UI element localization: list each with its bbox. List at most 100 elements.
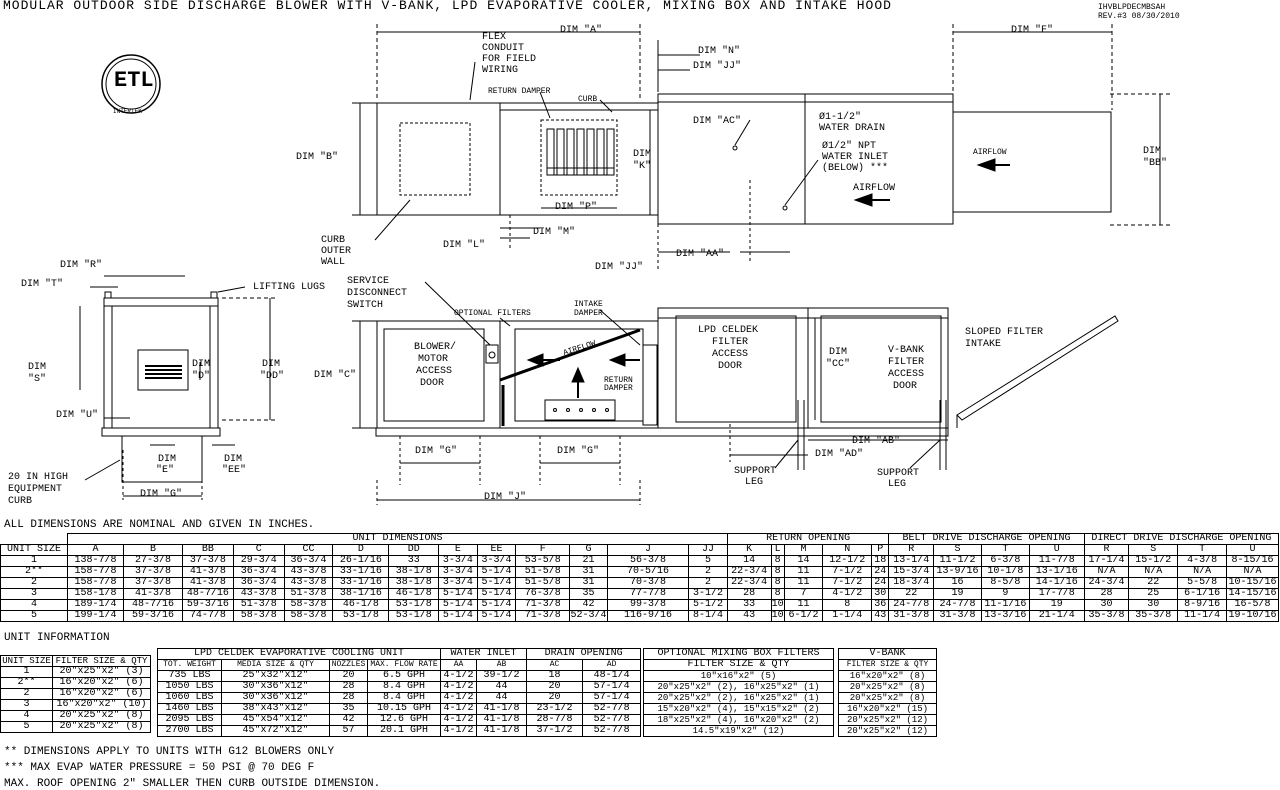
table-cell: 4-1/2 xyxy=(440,703,478,715)
table-cell: 38-1/16 xyxy=(332,588,390,600)
table-cell: 21 xyxy=(569,555,608,567)
table-cell: 20"x25"x2" (8) xyxy=(52,710,151,722)
top-view xyxy=(352,24,1170,270)
table-cell: 3-3/4 xyxy=(438,566,478,578)
table-cell: 41-3/8 xyxy=(181,577,234,589)
table-cell: 22-3/4 xyxy=(726,577,772,589)
note-3: MAX. ROOF OPENING 2" SMALLER THEN CURB O… xyxy=(4,778,381,790)
table-cell: 5-1/4 xyxy=(476,610,517,622)
table-cell: 77-7/8 xyxy=(606,588,690,600)
blower-label-1: BLOWER/ xyxy=(414,342,457,353)
dim-dd-label-2: "DD" xyxy=(260,371,285,382)
vbank-label-2: FILTER xyxy=(888,357,925,368)
table-cell: 5-5/8 xyxy=(1177,577,1227,589)
table-cell: 13-1/4 xyxy=(888,555,935,567)
table-cell: 12.6 GPH xyxy=(366,714,442,726)
table-cell: 53-1/8 xyxy=(388,610,440,622)
table-cell: 5-1/4 xyxy=(476,577,517,589)
table-cell: 2 xyxy=(0,688,53,700)
table-cell: 24-7/8 xyxy=(888,599,935,611)
table-cell: 13-9/16 xyxy=(933,566,982,578)
curb-outer-label-1: CURB xyxy=(321,235,346,246)
table-cell: 1-1/4 xyxy=(822,610,873,622)
lifting-lugs-label: LIFTING LUGS xyxy=(253,282,326,293)
table-cell: 8-5/8 xyxy=(980,577,1030,589)
curb-label-2: EQUIPMENT xyxy=(8,484,63,495)
table-cell: 30 xyxy=(1083,599,1130,611)
table-cell: 16"x20"x2" (10) xyxy=(52,699,151,711)
table-cell: 30"x36"x12" xyxy=(221,692,330,704)
table-cell: 5-1/4 xyxy=(438,599,478,611)
dim-r-label: DIM "R" xyxy=(60,260,103,271)
table-cell: 11 xyxy=(783,566,824,578)
table-cell: 46-1/8 xyxy=(332,599,390,611)
table-cell: 4-1/2 xyxy=(822,588,873,600)
return-damper-side-1: RETURN xyxy=(604,376,633,385)
drawing-title: MODULAR OUTDOOR SIDE DISCHARGE BLOWER WI… xyxy=(3,0,892,13)
table-cell: 5 xyxy=(688,555,728,567)
support-leg-label-1b: LEG xyxy=(745,477,764,488)
table-cell: 28 xyxy=(726,588,772,600)
dim-col-header: DD xyxy=(388,544,440,556)
table-cell: 71-3/8 xyxy=(515,610,571,622)
lpd-col-header: TOT. WEIGHT xyxy=(157,659,222,671)
table-cell: 35-3/8 xyxy=(1128,610,1179,622)
conduit-label: CONDUIT xyxy=(482,43,525,54)
table-cell: 2700 LBS xyxy=(157,725,222,737)
table-cell: 20"x25"x2" (2), 16"x25"x2" (1) xyxy=(643,681,834,693)
vbank-label-3: ACCESS xyxy=(888,369,925,380)
table-cell: 2** xyxy=(0,566,69,578)
table-cell: 25"x32"x12" xyxy=(221,670,330,682)
dim-k-label-1: DIM xyxy=(633,149,652,160)
table-cell: 18 xyxy=(526,670,584,682)
table-cell: 30"x36"x12" xyxy=(221,681,330,693)
table-cell: 20"x25"x2" (2), 16"x25"x2" (1) xyxy=(643,692,834,704)
dim-col-header: CC xyxy=(283,544,334,556)
table-row: 14.5"x19"x2" (12) xyxy=(643,725,834,737)
table-cell: 4-1/2 xyxy=(440,714,478,726)
table-cell: 58-3/8 xyxy=(283,610,334,622)
table-cell: 57-1/4 xyxy=(582,692,642,704)
table-cell: 57 xyxy=(329,725,368,737)
table-row: 18"x25"x2" (4), 16"x20"x2" (2) xyxy=(643,714,834,726)
table-cell: 16"x20"x2" (8) xyxy=(838,670,937,682)
table-cell: 18-3/4 xyxy=(888,577,935,589)
table-cell: 24-3/4 xyxy=(1083,577,1130,589)
table-cell: 8 xyxy=(770,588,785,600)
table-cell: 138-7/8 xyxy=(67,555,124,567)
mix-group: OPTIONAL MIXING BOX FILTERS xyxy=(643,648,834,660)
blower-outlet-hatch xyxy=(145,365,182,379)
table-cell: 51-5/8 xyxy=(515,577,571,589)
table-cell: 28 xyxy=(329,692,368,704)
curb-label-1: 20 IN HIGH xyxy=(8,472,69,483)
lpd-col-header: AC xyxy=(526,659,584,671)
table-cell: 3-3/4 xyxy=(476,555,517,567)
dim-ab-label: DIM "AB" xyxy=(852,436,901,447)
table-cell: 14.5"x19"x2" (12) xyxy=(643,725,834,737)
dim-u-label: DIM "U" xyxy=(56,410,99,421)
table-cell: 28 xyxy=(1083,588,1130,600)
table-cell: 735 LBS xyxy=(157,670,222,682)
table-cell: 21-1/4 xyxy=(1028,610,1085,622)
table-cell: 5-1/4 xyxy=(476,588,517,600)
table-cell: 43 xyxy=(726,610,772,622)
table-cell: N/A xyxy=(1083,566,1130,578)
flex-label: FLEX xyxy=(482,32,507,43)
intake-damper-label-2: DAMPER xyxy=(574,309,603,318)
dim-col-header: T xyxy=(980,544,1030,556)
dim-col-header: S xyxy=(933,544,982,556)
blower-label-4: DOOR xyxy=(420,378,445,389)
dim-col-header: S xyxy=(1128,544,1179,556)
table-cell: 33 xyxy=(726,599,772,611)
dim-col-header: C xyxy=(232,544,285,556)
table-cell: 27-3/8 xyxy=(123,555,183,567)
dim-col-header: U xyxy=(1225,544,1280,556)
dim-f-label: DIM "F" xyxy=(1011,25,1054,36)
table-cell: 17-7/8 xyxy=(1028,588,1085,600)
table-cell: 2095 LBS xyxy=(157,714,222,726)
table-cell: 58-3/8 xyxy=(283,599,334,611)
table-cell: 1050 LBS xyxy=(157,681,222,693)
